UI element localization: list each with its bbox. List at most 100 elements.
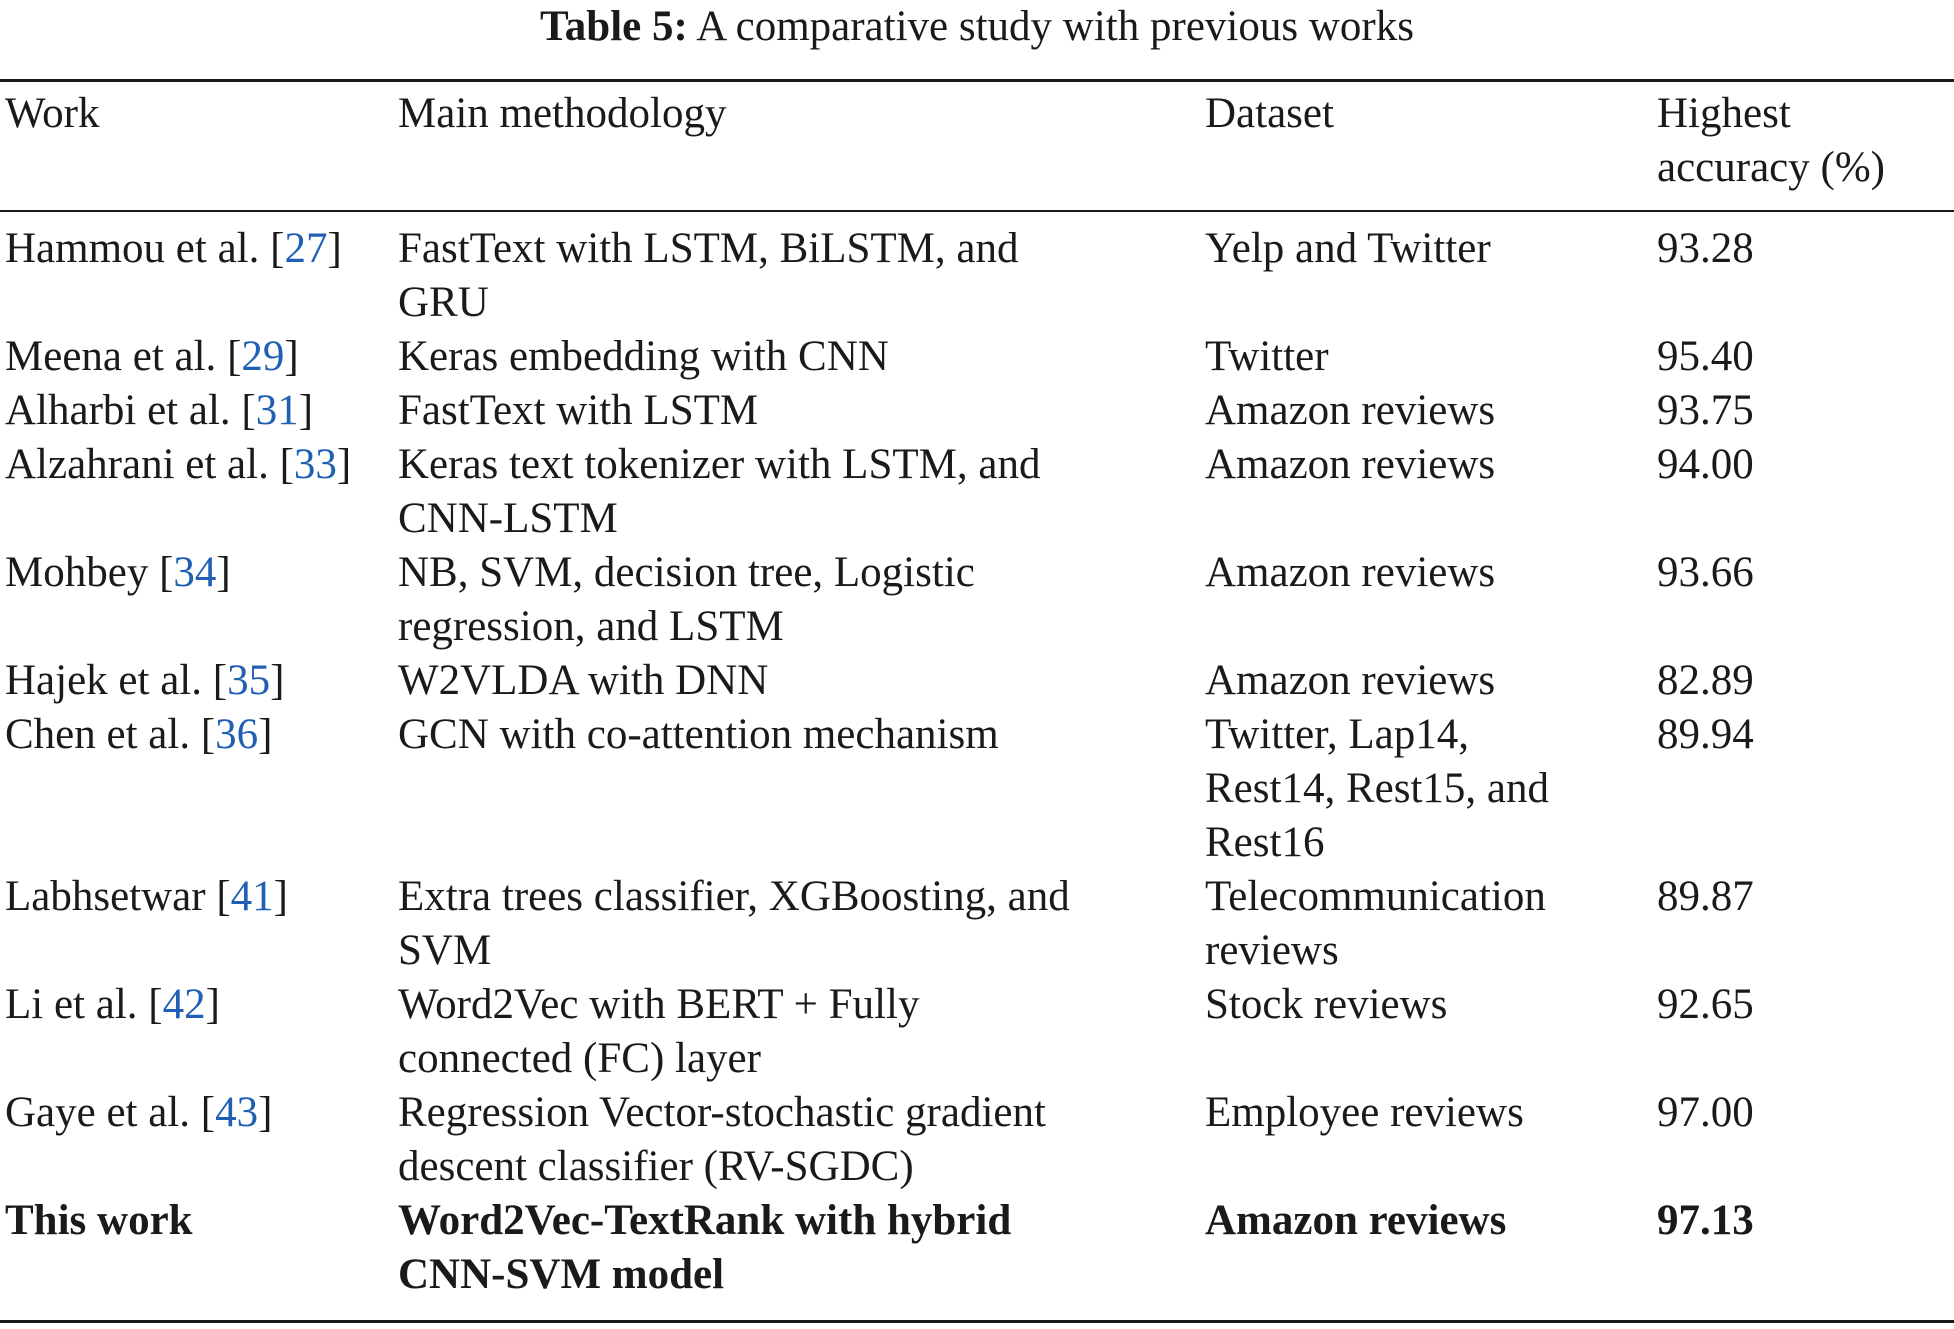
work-name: Meena et al.	[5, 333, 217, 380]
work-name: This work	[5, 1197, 193, 1244]
cell-dataset-line: Rest16	[1205, 819, 1325, 866]
cell-method-line: FastText with LSTM, BiLSTM, and	[398, 225, 1019, 272]
header-work: Work	[5, 90, 100, 137]
cell-method: Word2Vec with BERT + Fully connected (FC)…	[398, 978, 919, 1086]
cell-dataset-line: Amazon reviews	[1205, 441, 1496, 488]
cell-dataset-line: Amazon reviews	[1205, 387, 1496, 434]
header-dataset: Dataset	[1205, 90, 1334, 137]
cell-dataset-line: Telecommunication	[1205, 873, 1546, 920]
cell-method: FastText with LSTM	[398, 384, 758, 438]
top-rule	[0, 79, 1954, 82]
cell-dataset: Employee reviews	[1205, 1086, 1524, 1140]
cell-dataset: Amazon reviews	[1205, 384, 1495, 438]
cell-dataset-line: reviews	[1205, 927, 1339, 974]
cell-accuracy: 97.00	[1657, 1089, 1754, 1136]
cell-accuracy: 89.94	[1657, 711, 1754, 758]
cell-dataset: Stock reviews	[1205, 978, 1447, 1032]
citation-link[interactable]: 42	[162, 981, 206, 1028]
citation-link[interactable]: 36	[215, 711, 259, 758]
header-accuracy-line2: accuracy (%)	[1657, 144, 1885, 191]
cell-dataset: Yelp and Twitter	[1205, 222, 1491, 276]
cell-work: This work	[5, 1194, 193, 1248]
cell-dataset: Amazon reviews	[1205, 438, 1495, 492]
cell-accuracy: 94.00	[1657, 441, 1754, 488]
cell-method: NB, SVM, decision tree, Logistic regressi…	[398, 546, 975, 654]
cell-dataset: Amazon reviews	[1205, 654, 1495, 708]
table-caption-text: A comparative study with previous works	[696, 3, 1414, 50]
header-accuracy: Highest accuracy (%)	[1657, 87, 1885, 195]
cell-method-line: GCN with co-attention mechanism	[398, 711, 999, 758]
cell-method-line: descent classifier (RV-SGDC)	[398, 1143, 914, 1190]
citation-link[interactable]: 34	[173, 549, 217, 596]
cell-accuracy: 93.66	[1657, 549, 1754, 596]
citation-link[interactable]: 33	[293, 441, 337, 488]
work-name: Labhsetwar	[5, 873, 206, 920]
cell-method-line: Keras text tokenizer with LSTM, and	[398, 441, 1041, 488]
cell-method: Regression Vector-stochastic gradient des…	[398, 1086, 1046, 1194]
work-name: Mohbey	[5, 549, 149, 596]
cell-accuracy: 93.75	[1657, 387, 1754, 434]
citation-link[interactable]: 31	[255, 387, 299, 434]
citation-link[interactable]: 43	[215, 1089, 259, 1136]
cell-accuracy: 82.89	[1657, 657, 1754, 704]
cell-work: Mohbey [34]	[5, 549, 231, 596]
cell-dataset-line: Yelp and Twitter	[1205, 225, 1491, 272]
cell-method: GCN with co-attention mechanism	[398, 708, 999, 762]
citation-link[interactable]: 41	[230, 873, 274, 920]
cell-dataset-line: Rest14, Rest15, and	[1205, 765, 1549, 812]
cell-dataset: Amazon reviews	[1205, 1194, 1506, 1248]
work-name: Hajek et al.	[5, 657, 202, 704]
cell-method-line: CNN-LSTM	[398, 495, 618, 542]
cell-method-line: connected (FC) layer	[398, 1035, 761, 1082]
cell-work: Hammou et al. [27]	[5, 225, 342, 272]
table-caption-label: Table 5:	[540, 3, 688, 50]
cell-accuracy: 89.87	[1657, 873, 1754, 920]
cell-work: Meena et al. [29]	[5, 333, 299, 380]
cell-method-line: Regression Vector-stochastic gradient	[398, 1089, 1046, 1136]
cell-work: Hajek et al. [35]	[5, 657, 285, 704]
bottom-rule	[0, 1320, 1954, 1323]
cell-method-line: regression, and LSTM	[398, 603, 784, 650]
citation-link[interactable]: 29	[241, 333, 285, 380]
citation-link[interactable]: 27	[284, 225, 328, 272]
cell-method-line: Word2Vec with BERT + Fully	[398, 981, 920, 1028]
cell-dataset: Twitter	[1205, 330, 1329, 384]
cell-method-line: Extra trees classifier, XGBoosting, and	[398, 873, 1070, 920]
cell-dataset-line: Twitter, Lap14,	[1205, 711, 1469, 758]
cell-method-line: W2VLDA with DNN	[398, 657, 769, 704]
cell-method-line: FastText with LSTM	[398, 387, 759, 434]
cell-accuracy: 95.40	[1657, 333, 1754, 380]
cell-method-line: SVM	[398, 927, 492, 974]
work-name: Chen et al.	[5, 711, 191, 758]
citation-link[interactable]: 35	[227, 657, 271, 704]
cell-dataset-line: Amazon reviews	[1205, 657, 1496, 704]
work-name: Hammou et al.	[5, 225, 260, 272]
cell-dataset-line: Employee reviews	[1205, 1089, 1524, 1136]
cell-method-line: NB, SVM, decision tree, Logistic	[398, 549, 975, 596]
cell-dataset-line: Amazon reviews	[1205, 549, 1496, 596]
work-name: Li et al.	[5, 981, 138, 1028]
cell-work: Alharbi et al. [31]	[5, 387, 314, 434]
header-rule	[0, 210, 1954, 212]
cell-work: Li et al. [42]	[5, 981, 220, 1028]
work-name: Alharbi et al.	[5, 387, 231, 434]
cell-dataset: Telecommunication reviews	[1205, 870, 1546, 978]
cell-accuracy: 92.65	[1657, 981, 1754, 1028]
cell-method-line: GRU	[398, 279, 489, 326]
cell-work: Labhsetwar [41]	[5, 873, 288, 920]
work-name: Gaye et al.	[5, 1089, 191, 1136]
cell-accuracy: 93.28	[1657, 225, 1754, 272]
cell-work: Alzahrani et al. [33]	[5, 441, 352, 488]
cell-method-line: Keras embedding with CNN	[398, 333, 889, 380]
table-caption: Table 5: A comparative study with previo…	[0, 0, 1954, 54]
cell-dataset: Amazon reviews	[1205, 546, 1495, 600]
cell-method: Keras embedding with CNN	[398, 330, 889, 384]
header-accuracy-line1: Highest	[1657, 90, 1791, 137]
work-name: Alzahrani et al.	[5, 441, 269, 488]
cell-method: W2VLDA with DNN	[398, 654, 768, 708]
